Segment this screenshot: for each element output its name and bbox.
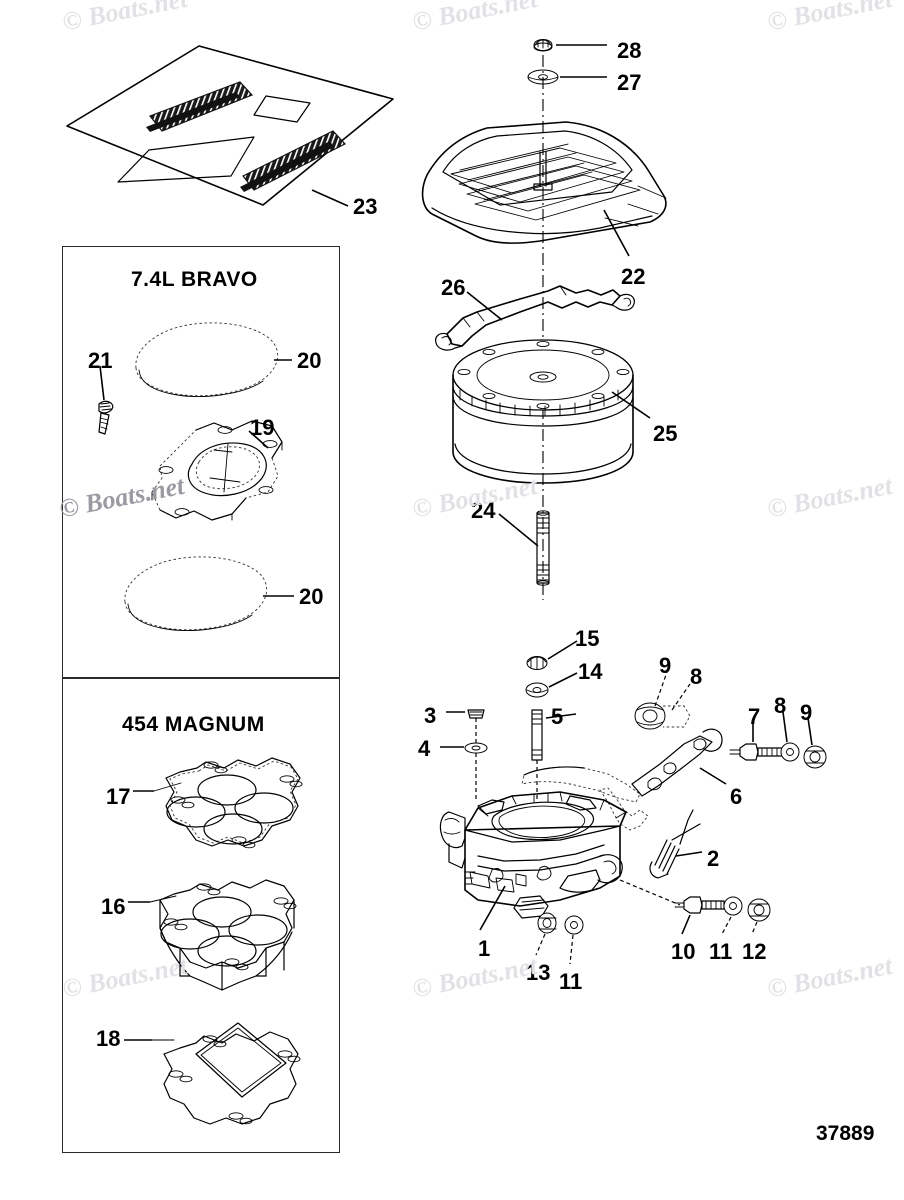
part-13-washer: [535, 912, 557, 956]
callout-7: 7: [748, 704, 761, 729]
callout-19: 19: [250, 415, 275, 440]
callout-4: 4: [418, 736, 431, 761]
callout-20a: 20: [297, 348, 322, 373]
part-10-screw: [619, 879, 725, 935]
callout-1: 1: [478, 936, 491, 961]
part-4-washer: [440, 742, 488, 754]
callout-17: 17: [106, 784, 131, 809]
part-12-nut: [747, 898, 771, 935]
part-15-nut: [526, 640, 578, 670]
part-18-gasket: [124, 1022, 301, 1125]
diagram-id-number: 37889: [816, 1122, 875, 1145]
part-24-stud: [498, 510, 550, 586]
callout-11a: 11: [559, 969, 583, 994]
callout-3: 3: [424, 703, 437, 728]
callout-20b: 20: [299, 584, 324, 609]
callout-10: 10: [671, 939, 696, 964]
callout-8a: 8: [690, 664, 703, 689]
callout-9b: 9: [800, 700, 813, 725]
callout-28: 28: [617, 38, 642, 63]
callout-2: 2: [707, 846, 720, 871]
part-22-flame-arrestor-cover: [421, 121, 667, 257]
part-11-washer-right: [721, 896, 743, 935]
part-20-gasket-upper: [135, 322, 292, 397]
callout-6: 6: [730, 784, 743, 809]
callout-16: 16: [101, 894, 126, 919]
callout-25: 25: [653, 421, 678, 446]
panel-box-magnum: [62, 678, 340, 1153]
part-28-nut: [533, 39, 607, 52]
part-6-throttle-linkage: [521, 671, 727, 831]
part-19-adapter-plate: [151, 420, 283, 521]
callout-8b: 8: [774, 693, 787, 718]
part-2-spring: [649, 809, 703, 879]
part-27-washer: [527, 69, 607, 85]
callout-22: 22: [621, 264, 646, 289]
callout-24: 24: [471, 498, 496, 523]
part-14-washer: [525, 672, 578, 698]
callout-18: 18: [96, 1026, 121, 1051]
part-5-stud: [531, 709, 577, 800]
part-21-screw: [98, 365, 114, 435]
callout-13: 13: [526, 960, 551, 985]
callout-21: 21: [88, 348, 113, 373]
callout-9a: 9: [659, 653, 672, 678]
part-1-carburetor-body: [439, 791, 627, 931]
part-23-cover-plate: [66, 45, 394, 207]
part-3-screw: [446, 709, 485, 800]
part-25-flame-arrestor-element: [452, 339, 651, 484]
callout-14: 14: [578, 659, 603, 684]
part-17-gasket: [133, 757, 303, 849]
part-11-washer-lower-left: [564, 915, 584, 965]
part-9-nut-right: [803, 717, 827, 769]
callout-12: 12: [742, 939, 767, 964]
panel-title-magnum: 454 MAGNUM: [122, 713, 265, 736]
callout-27: 27: [617, 70, 642, 95]
part-20-gasket-lower: [124, 556, 294, 631]
callout-11b: 11: [709, 939, 733, 964]
part-26-bracket: [435, 285, 635, 351]
part-9-bushing-left: [634, 671, 691, 730]
callout-26: 26: [441, 275, 466, 300]
callout-5: 5: [551, 704, 564, 729]
panel-title-bravo: 7.4L BRAVO: [131, 268, 258, 291]
part-8-washer-right: [780, 711, 800, 762]
callout-23: 23: [353, 194, 378, 219]
panel-box-bravo: [62, 246, 340, 678]
callout-15: 15: [575, 626, 600, 651]
part-16-spacer: [128, 879, 297, 991]
